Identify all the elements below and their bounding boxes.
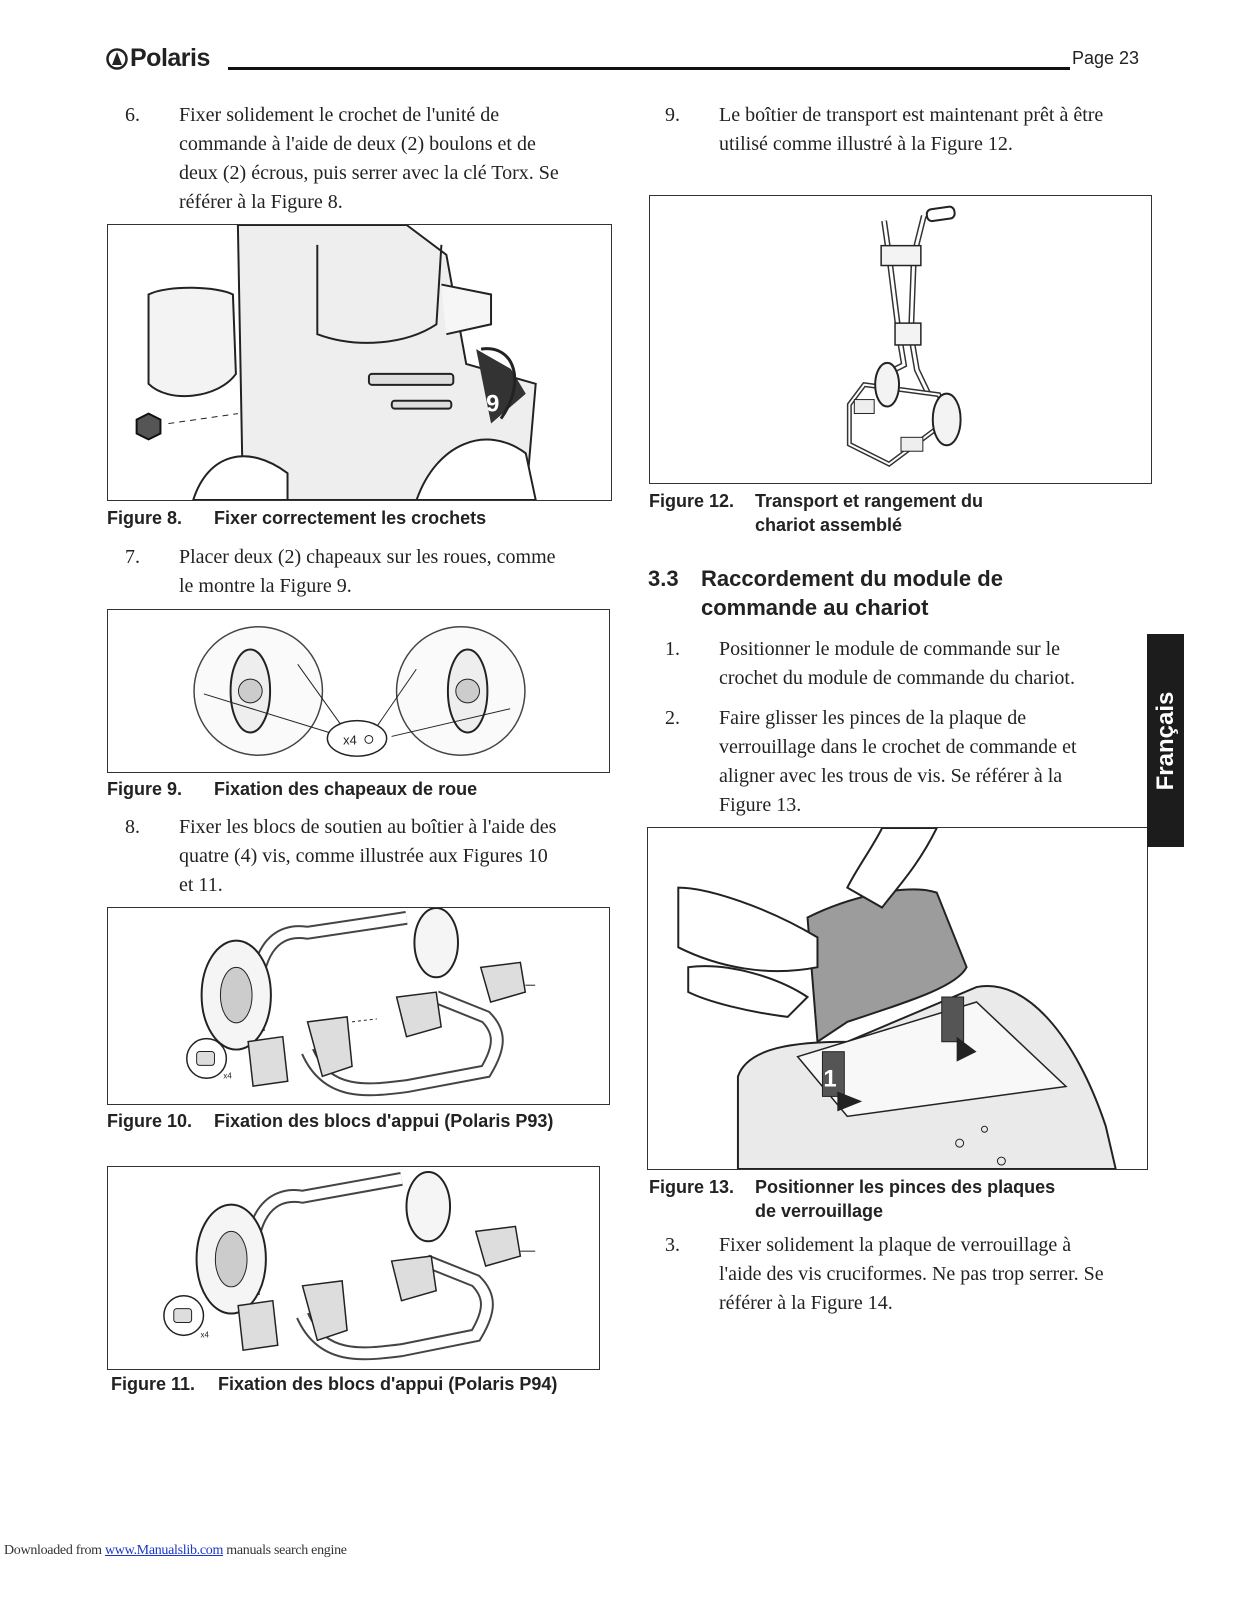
screw-icon — [196, 1051, 215, 1066]
step-3-line: référer à la Figure 14. — [719, 1292, 893, 1314]
figure-10-title: Fixation des blocs d'appui (Polaris P93) — [214, 1111, 554, 1131]
figure-8-image: 9 — [107, 224, 612, 501]
screw-icon — [173, 1308, 193, 1323]
figure-9-callout: x4 — [343, 732, 357, 747]
step-8: 8. Fixer les blocs de soutien au boîtier… — [125, 813, 605, 900]
figure-8-callout: 9 — [486, 391, 499, 418]
figure-10-image: x4 — [107, 907, 610, 1105]
step-9-line: utilisé comme illustré à la Figure 12. — [719, 133, 1013, 155]
step-8-line: Fixer les blocs de soutien au boîtier à … — [179, 816, 557, 838]
step-6-line: deux (2) écrous, puis serrer avec la clé… — [179, 162, 559, 184]
step-2-line: verrouillage dans le crochet de commande… — [719, 736, 1077, 758]
step-6-line: commande à l'aide de deux (2) boulons et… — [179, 133, 536, 155]
step-2-line: Faire glisser les pinces de la plaque de — [719, 707, 1027, 729]
step-7-number: 7. — [125, 546, 140, 568]
step-8-line: et 11. — [179, 874, 223, 896]
step-7-line: Placer deux (2) chapeaux sur les roues, … — [179, 546, 556, 568]
figure-9-title: Fixation des chapeaux de roue — [214, 779, 478, 799]
footer-suffix: manuals search engine — [223, 1543, 347, 1558]
page-number: Page 23 — [1072, 48, 1140, 68]
manualslib-link[interactable]: www.Manualslib.com — [104, 1543, 224, 1558]
step-2: 2. Faire glisser les pinces de la plaque… — [665, 704, 1145, 820]
step-1-line: crochet du module de commande du chariot… — [719, 667, 1075, 689]
step-9-number: 9. — [665, 104, 680, 126]
figure-8-title: Fixer correctement les crochets — [214, 508, 487, 528]
figure-11-label: Figure 11. — [111, 1374, 196, 1394]
figure-13-title-line: de verrouillage — [755, 1201, 884, 1221]
language-tab-label: Français — [1151, 691, 1179, 790]
section-title-line: Raccordement du module de — [701, 566, 1003, 591]
figure-10-caption: Figure 10. Fixation des blocs d'appui (P… — [107, 1109, 612, 1133]
figure-11-image: x4 — [107, 1166, 600, 1370]
section-title-line: commande au chariot — [701, 595, 929, 620]
figure-11-callout: x4 — [201, 1330, 210, 1339]
step-3: 3. Fixer solidement la plaque de verroui… — [665, 1231, 1145, 1318]
footer-prefix: Downloaded from — [4, 1543, 105, 1558]
figure-13-callout: 1 — [823, 1065, 836, 1092]
figure-10-callout: x4 — [223, 1071, 232, 1080]
step-1: 1. Positionner le module de commande sur… — [665, 635, 1145, 693]
step-6: 6. Fixer solidement le crochet de l'unit… — [125, 101, 605, 217]
step-1-number: 1. — [665, 638, 680, 660]
polaris-logo-icon — [106, 47, 128, 70]
step-8-line: quatre (4) vis, comme illustrée aux Figu… — [179, 845, 548, 867]
step-1-line: Positionner le module de commande sur le — [719, 638, 1061, 660]
section-number: 3.3 — [648, 566, 679, 591]
figure-9-label: Figure 9. — [107, 779, 183, 799]
figure-12-label: Figure 12. — [649, 491, 735, 511]
step-9-line: Le boîtier de transport est maintenant p… — [719, 104, 1104, 126]
step-6-line: référer à la Figure 8. — [179, 191, 343, 213]
step-2-line: aligner avec les trous de vis. Se référe… — [719, 765, 1063, 787]
section-heading: 3.3 Raccordement du module de commande a… — [648, 564, 1128, 622]
nut-icon — [135, 412, 162, 441]
language-tab: Français — [1147, 634, 1184, 847]
figure-12-caption: Figure 12. Transport et rangement du cha… — [649, 489, 1154, 537]
polaris-logo: Polaris — [106, 44, 210, 73]
step-6-number: 6. — [125, 104, 140, 126]
figure-12-title-line: chariot assemblé — [755, 515, 903, 535]
figure-12-image — [649, 195, 1152, 484]
figure-9-image: x4 — [107, 609, 610, 773]
step-3-line: Fixer solidement la plaque de verrouilla… — [719, 1234, 1072, 1256]
step-2-line: Figure 13. — [719, 794, 802, 816]
figure-8-label: Figure 8. — [107, 508, 183, 528]
figure-11-title: Fixation des blocs d'appui (Polaris P94) — [218, 1374, 558, 1394]
step-2-number: 2. — [665, 707, 680, 729]
step-3-line: l'aide des vis cruciformes. Ne pas trop … — [719, 1263, 1104, 1285]
figure-8-caption: Figure 8. Fixer correctement les crochet… — [107, 506, 612, 530]
header-rule — [228, 67, 1070, 70]
step-7: 7. Placer deux (2) chapeaux sur les roue… — [125, 543, 605, 601]
figure-13-title-line: Positionner les pinces des plaques — [755, 1177, 1056, 1197]
figure-13-image: 1 — [647, 827, 1148, 1170]
brand-name: Polaris — [130, 44, 210, 72]
step-7-line: le montre la Figure 9. — [179, 575, 352, 597]
footer: Downloaded from www.Manualslib.com manua… — [4, 1543, 347, 1559]
step-9: 9. Le boîtier de transport est maintenan… — [665, 101, 1145, 159]
figure-9-caption: Figure 9. Fixation des chapeaux de roue — [107, 777, 612, 801]
figure-12-title-line: Transport et rangement du — [755, 491, 984, 511]
wheel-cap-icon — [364, 734, 374, 744]
figure-13-label: Figure 13. — [649, 1177, 735, 1197]
figure-10-label: Figure 10. — [107, 1111, 193, 1131]
step-6-line: Fixer solidement le crochet de l'unité d… — [179, 104, 500, 126]
step-3-number: 3. — [665, 1234, 680, 1256]
figure-11-caption: Figure 11. Fixation des blocs d'appui (P… — [111, 1372, 616, 1396]
figure-13-caption: Figure 13. Positionner les pinces des pl… — [649, 1175, 1154, 1223]
step-8-number: 8. — [125, 816, 140, 838]
